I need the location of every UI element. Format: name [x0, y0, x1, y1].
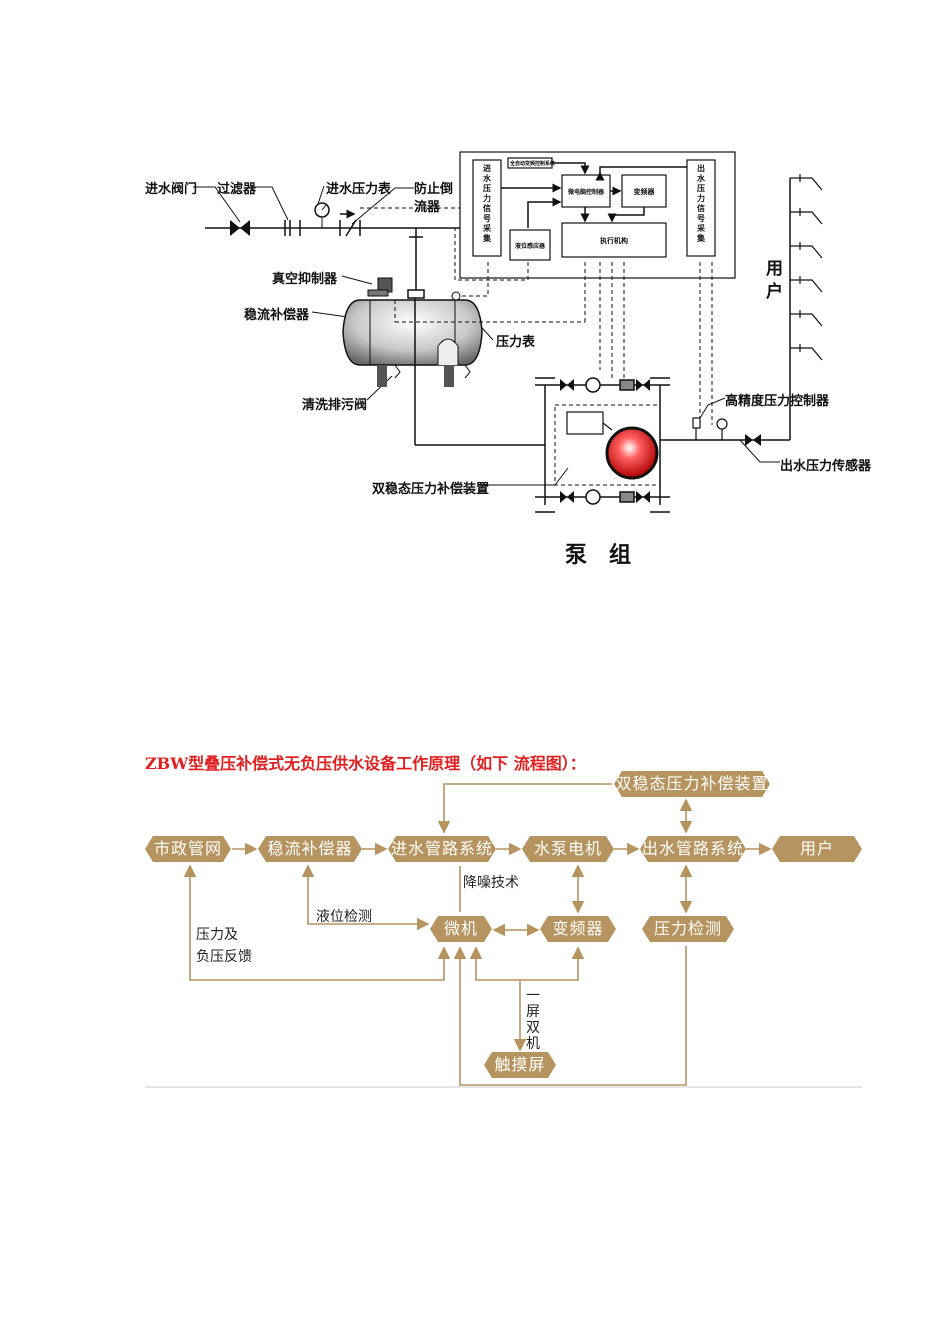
inlet-valve-icon [230, 220, 250, 236]
label-out-sensor: 出水压力传感器 [780, 459, 872, 474]
label-tank: 稳流补偿器 [244, 308, 310, 323]
node-compensator: 稳流补偿器 [258, 836, 362, 862]
user-taps [790, 174, 823, 361]
label-pump-group: 泵 组 [565, 542, 632, 568]
label-filter: 过滤器 [217, 182, 257, 197]
label-backflow-1: 防止倒 [414, 182, 454, 197]
label-inlet-gauge: 进水压力表 [326, 182, 392, 197]
label-users: 用户 [766, 259, 783, 302]
label-level: 液位检测 [316, 909, 372, 925]
label-vacuum: 真空抑制器 [272, 272, 338, 287]
label-feedback-1: 压力及 [196, 927, 238, 943]
outlet-signal-collect: 出水压力信号采集 [697, 163, 705, 243]
label-noise: 降噪技术 [463, 875, 519, 891]
node-touch: 触摸屏 [484, 1052, 556, 1078]
microcomputer-controller: 微电脑控制器 [567, 189, 604, 196]
inlet-signal-collect: 进水压力信号采集 [483, 163, 491, 243]
flowchart-title: ZBW型叠压补偿式无负压供水设备工作原理（如下 流程图）： [145, 754, 586, 773]
node-inlet-pipe: 进水管路系统 [388, 836, 496, 862]
node-municipal: 市政管网 [145, 836, 231, 862]
surge-tank [342, 277, 483, 387]
filter-icon [284, 220, 301, 236]
auto-control-system: 全自动变频控制系统 [510, 161, 556, 167]
label-backflow-2: 流器 [414, 200, 441, 215]
label-feedback-2: 负压反馈 [196, 949, 252, 965]
node-user: 用户 [772, 836, 862, 862]
inlet-gauge-icon [314, 202, 330, 228]
node-outlet-pipe: 出水管路系统 [640, 836, 746, 862]
label-gauge: 压力表 [496, 335, 536, 350]
label-hp-ctrl: 高精度压力控制器 [725, 394, 830, 409]
actuator-box: 执行机构 [600, 236, 628, 245]
label-dual: 双稳态压力补偿装置 [372, 482, 490, 497]
node-pressure-detect: 压力检测 [642, 916, 734, 942]
label-one-screen: 一屏双机 [526, 988, 540, 1052]
pressure-compensation-vessel [605, 426, 659, 480]
label-inlet-valve: 进水阀门 [145, 182, 198, 197]
node-dual-device: 双稳态压力补偿装置 [614, 771, 770, 797]
level-sensor-box: 液位感应器 [514, 243, 545, 250]
inverter-box: 变频器 [633, 187, 655, 196]
label-drain: 清洗排污阀 [302, 398, 368, 413]
node-inverter: 变频器 [540, 916, 616, 942]
node-pump-motor: 水泵电机 [522, 836, 614, 862]
equipment-schematic [193, 151, 823, 513]
node-micro: 微机 [430, 916, 492, 942]
pump-valves [560, 379, 761, 503]
